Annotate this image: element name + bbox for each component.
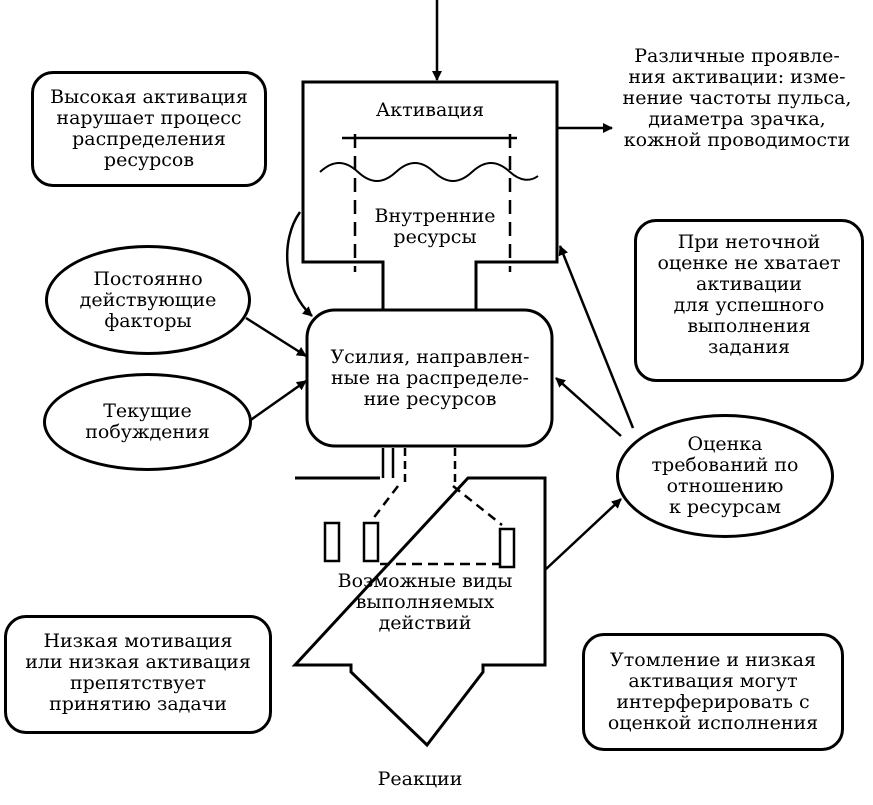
arrow-activation-to-effort bbox=[285, 211, 313, 317]
arrow-assessment-to-effort bbox=[555, 377, 622, 437]
internal-resources-label: Внутренние ресурсы bbox=[374, 205, 496, 248]
action-option-3 bbox=[498, 527, 516, 569]
arrow-assessment-to-activation bbox=[558, 245, 635, 429]
effort-label: Усилия, направлен- ные на распределе- ни… bbox=[330, 346, 530, 410]
action-option-1 bbox=[323, 521, 341, 563]
actions-label: Возможные виды выполняемых действий bbox=[337, 570, 513, 634]
activation-title: Активация bbox=[375, 99, 485, 121]
effort-block bbox=[305, 308, 554, 448]
activation-wave bbox=[319, 162, 539, 182]
action-option-2 bbox=[362, 521, 380, 563]
reactions-label: Реакции bbox=[377, 768, 463, 790]
oval-current-motives: Текущие побуждения bbox=[43, 373, 252, 471]
action-dash-paths bbox=[371, 485, 503, 526]
actions-block bbox=[291, 476, 547, 748]
note-high-activation: Высокая активация нарушает процесс распр… bbox=[31, 71, 267, 187]
oval-constant-factors: Постоянно действующие факторы bbox=[45, 245, 251, 355]
note-fatigue: Утомление и низкая активация могут интер… bbox=[582, 633, 844, 751]
manifestations-text: Различные проявле- ния активации: изме- … bbox=[622, 45, 852, 151]
arrow-actions-to-assessment bbox=[544, 498, 622, 571]
note-low-motivation: Низкая мотивация или низкая активация пр… bbox=[4, 615, 272, 734]
arrow-motives-to-effort bbox=[244, 379, 307, 426]
oval-demand-assessment: Оценка требований по отношению к ресурса… bbox=[616, 414, 834, 538]
arrow-factors-to-effort bbox=[245, 316, 307, 358]
note-inaccurate-estimate: При неточной оценке не хватает активации… bbox=[634, 219, 864, 382]
